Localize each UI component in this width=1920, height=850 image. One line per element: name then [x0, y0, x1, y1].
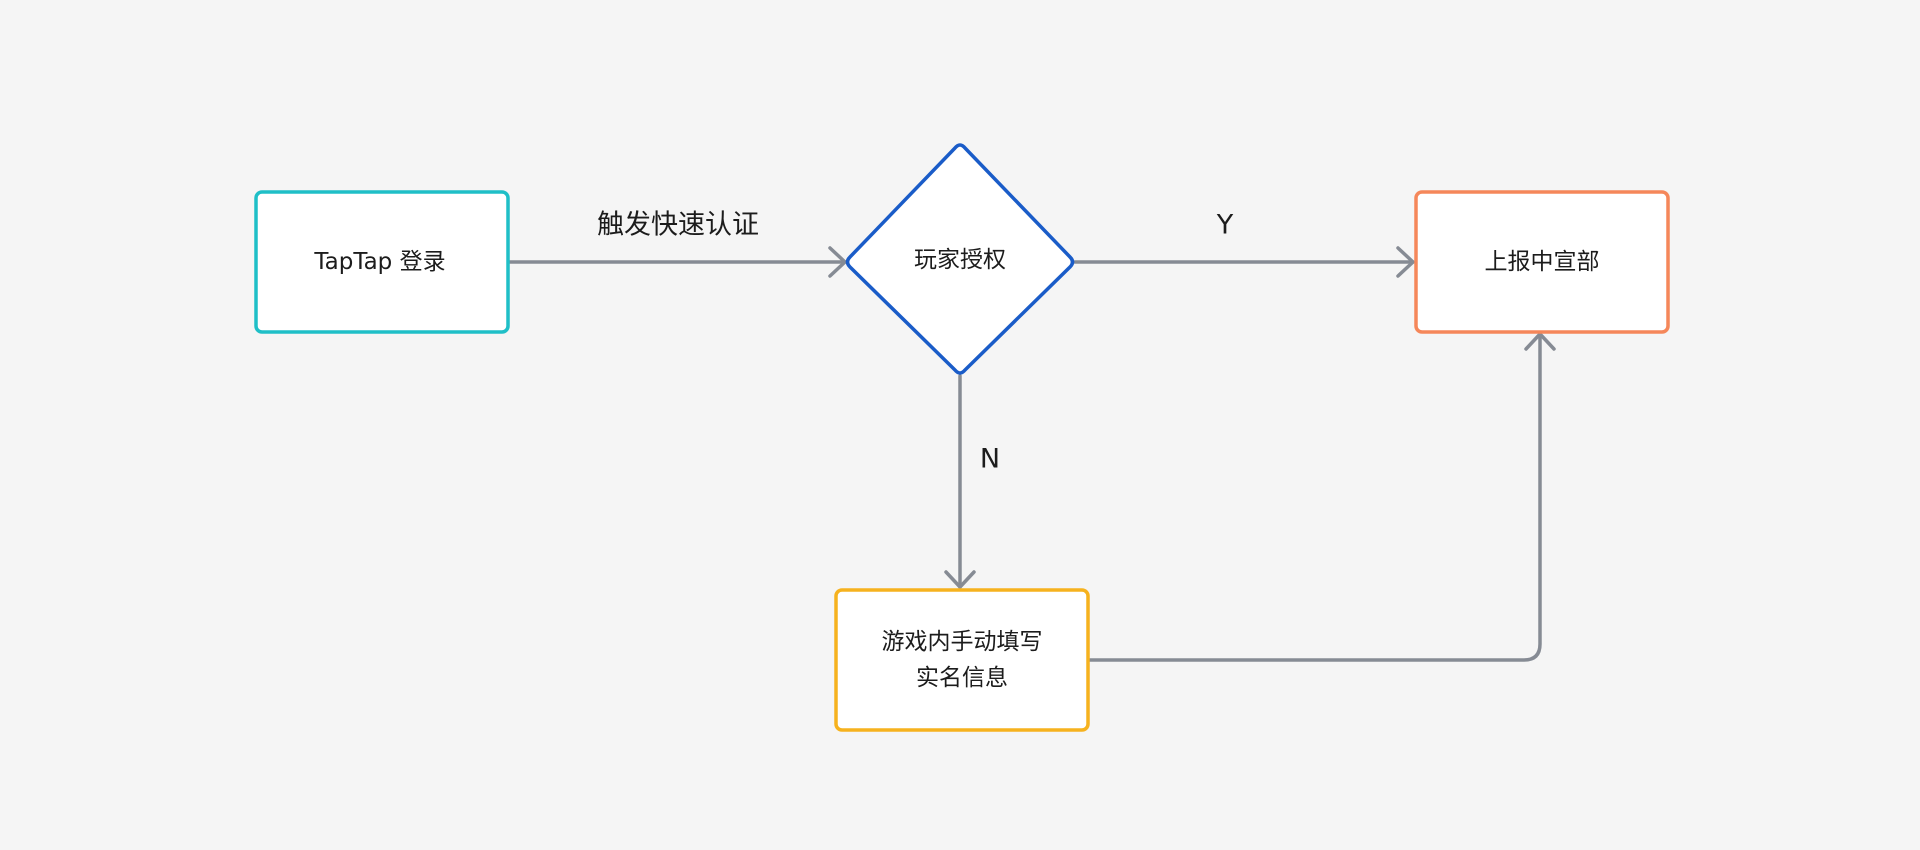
node-report-to-authority-label: 上报中宣部	[1485, 249, 1600, 275]
node-report-to-authority: 上报中宣部	[1414, 190, 1670, 334]
arrowhead-authorize-to-report	[1396, 246, 1415, 278]
node-report-to-authority-box	[1414, 190, 1670, 334]
node-taptap-login-label: TapTap 登录	[313, 249, 445, 275]
node-manual-fill-label-line1: 游戏内手动填写	[882, 629, 1043, 655]
node-taptap-login: TapTap 登录	[254, 190, 510, 334]
edge-label-no: N	[980, 444, 1000, 475]
edge-label-yes: Y	[1216, 210, 1234, 241]
node-manual-fill: 游戏内手动填写 实名信息	[834, 588, 1090, 732]
node-taptap-login-box	[254, 190, 510, 334]
edges	[506, 246, 1556, 662]
arrowhead-manual-fill-to-report	[1524, 332, 1556, 351]
edge-manual-fill-to-report	[1087, 332, 1542, 662]
node-manual-fill-label-line2: 实名信息	[916, 665, 1008, 691]
node-player-authorize-label: 玩家授权	[914, 247, 1006, 273]
arrowhead-login-to-authorize	[828, 246, 847, 278]
node-player-authorize: 玩家授权	[845, 143, 1075, 375]
arrowhead-authorize-to-manual-fill	[944, 570, 976, 589]
node-player-authorize-diamond	[845, 143, 1075, 375]
edge-label-trigger: 触发快速认证	[597, 210, 759, 241]
node-manual-fill-box	[834, 588, 1090, 732]
